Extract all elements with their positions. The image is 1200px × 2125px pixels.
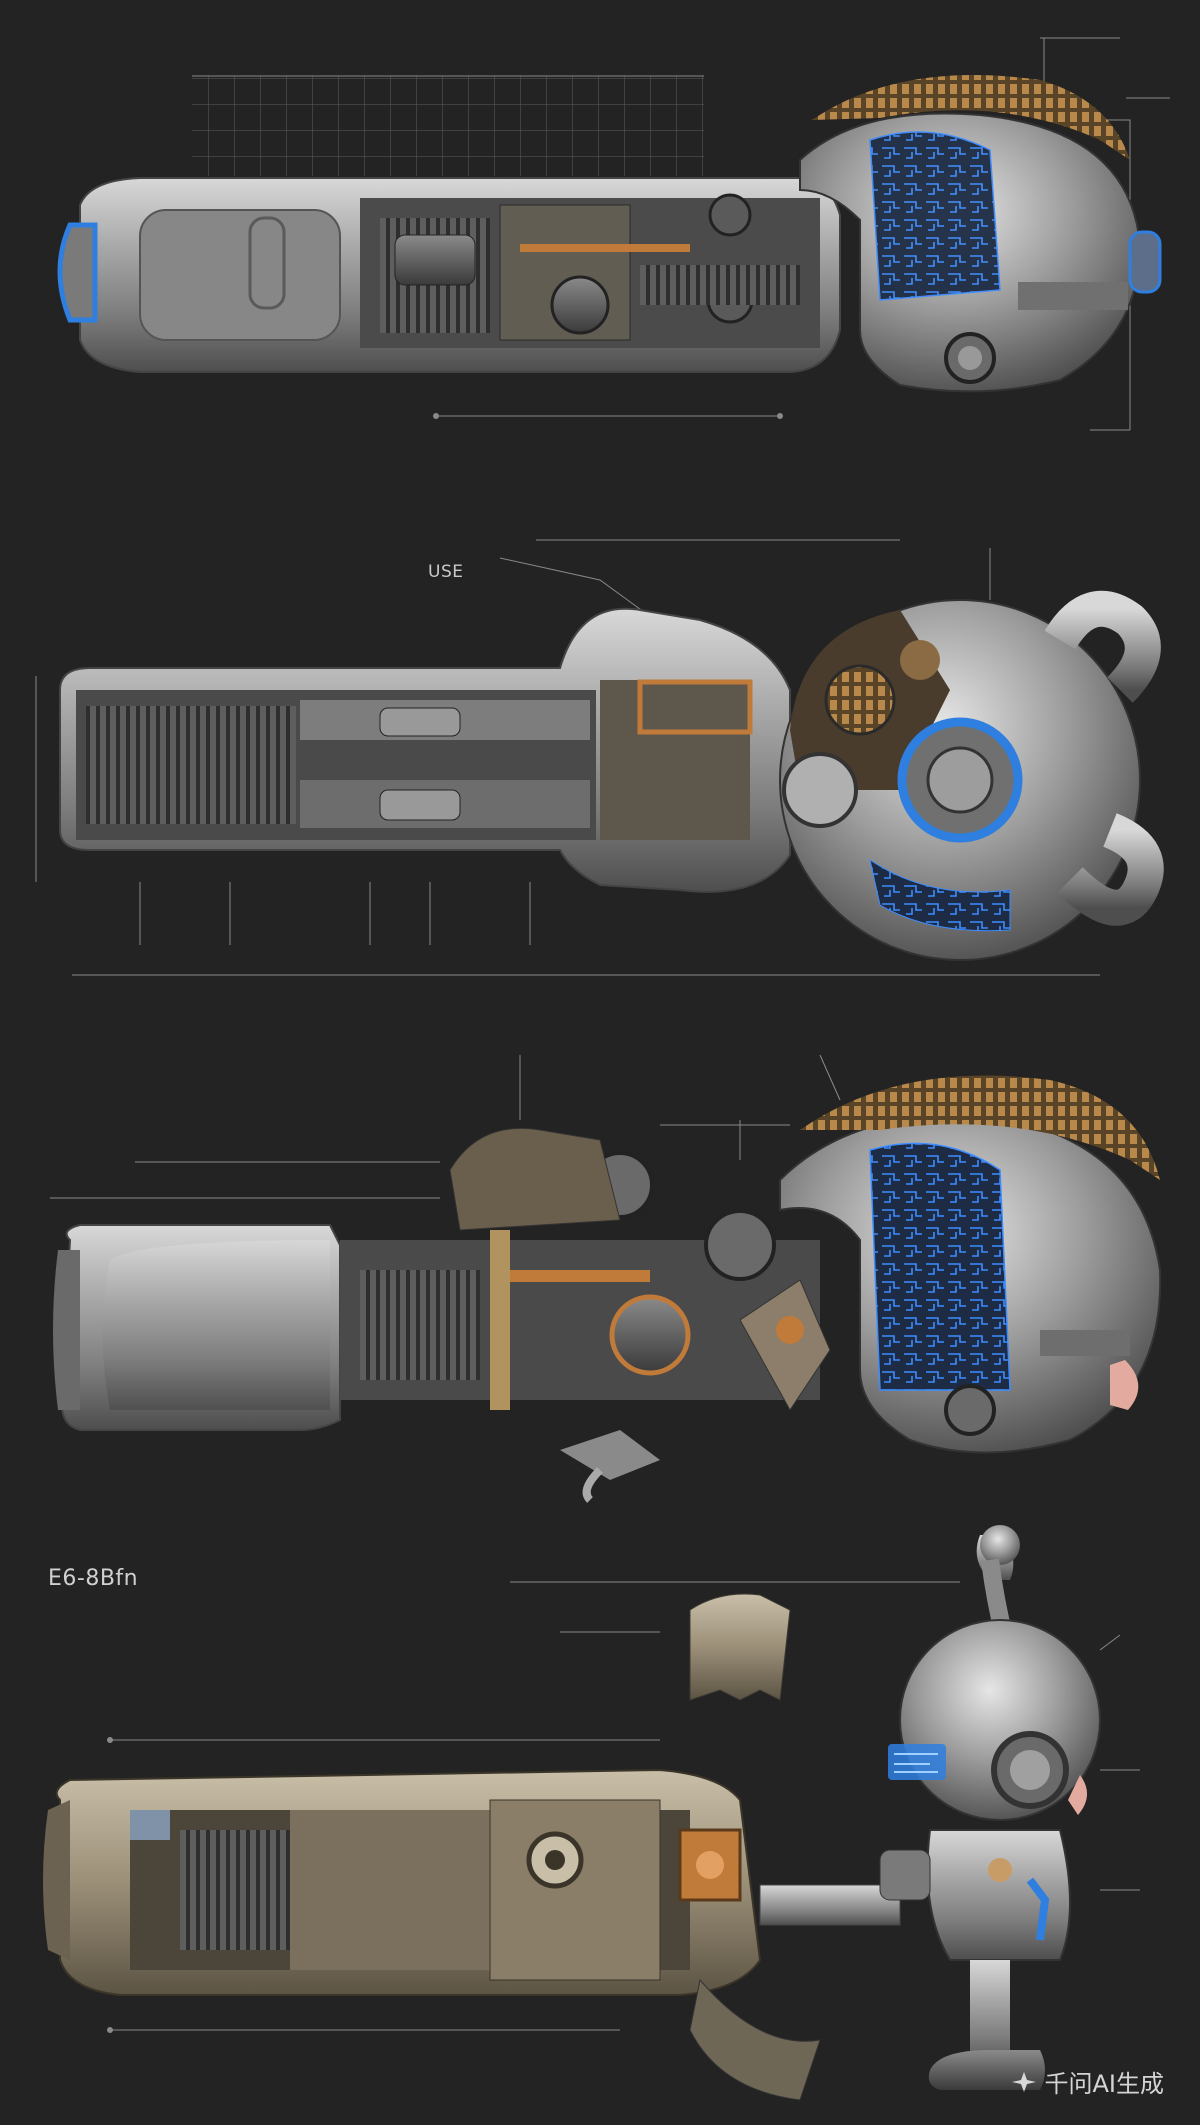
panel-3-cutaway xyxy=(50,1054,1162,1503)
panel-2-callout: USE xyxy=(428,562,464,582)
panel-4-cutaway xyxy=(43,1525,1140,2101)
panel-1-cutaway xyxy=(57,37,1170,431)
sparkle-icon xyxy=(1011,2071,1036,2092)
ai-generated-watermark: 千问AI生成 xyxy=(1011,2064,1165,2099)
panel-4-title: E6-8Bfn xyxy=(48,1566,139,1591)
panel-2-cutaway xyxy=(35,539,1164,976)
watermark-text: 千问AI生成 xyxy=(1044,2070,1165,2098)
